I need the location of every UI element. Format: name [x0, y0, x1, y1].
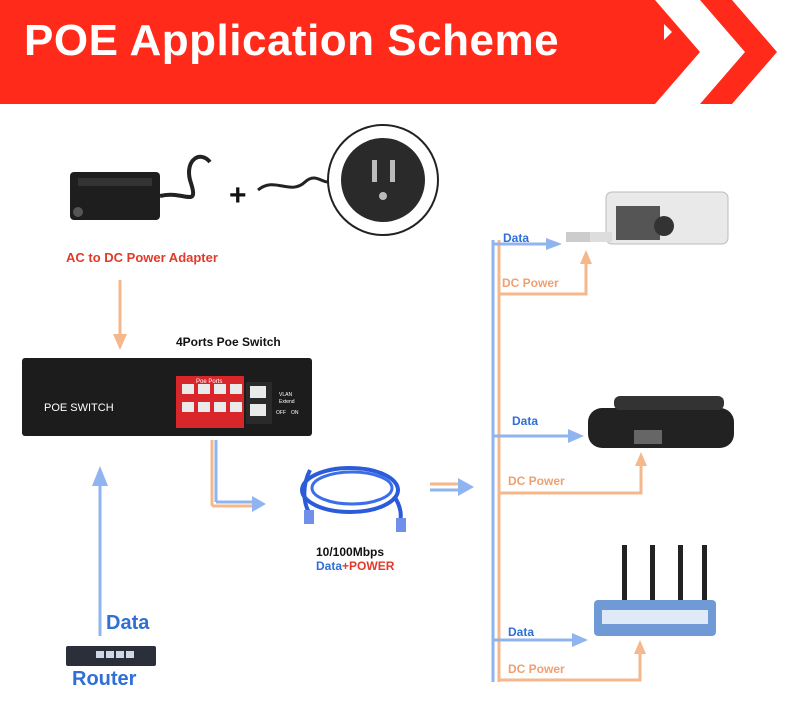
title-banner: [0, 0, 777, 104]
ports-header: Poe Ports: [196, 379, 222, 385]
camera-power-label: DC Power: [502, 276, 559, 290]
phone-power-label: DC Power: [508, 474, 565, 488]
router-label: Router: [72, 668, 137, 690]
banner-title: POE Application Scheme: [24, 16, 560, 65]
camera-data-label: Data: [503, 231, 530, 245]
phone-data-label: Data: [512, 414, 539, 428]
switch-panel-label: POE SWITCH: [44, 402, 114, 414]
chevron-decoration-icon: [700, 0, 777, 104]
vlan-label: VLAN: [279, 392, 292, 398]
switch-title: 4Ports Poe Switch: [176, 335, 281, 349]
ethernet-cable-icon: [300, 466, 406, 532]
ip-camera-icon: [566, 191, 729, 245]
cable-speed-label: 10/100Mbps: [316, 545, 385, 559]
wireless-router-icon: [594, 545, 716, 636]
voip-phone-icon: [588, 396, 734, 448]
adapter-label: AC to DC Power Adapter: [66, 250, 218, 265]
cable-data-power-label: Data+POWER: [316, 559, 394, 573]
router-data-label: Data: [106, 612, 150, 634]
ap-data-label: Data: [508, 625, 535, 639]
router-icon: [66, 646, 156, 666]
power-cord-icon: [257, 124, 439, 236]
on-label: ON: [291, 410, 299, 416]
cable-power-text: POWER: [349, 559, 395, 573]
cable-to-bus-link: [430, 478, 474, 496]
plus-sign: +: [229, 179, 247, 212]
poe-switch-icon: [22, 358, 312, 436]
extend-label: Extend: [279, 399, 295, 405]
switch-to-cable-link: [210, 440, 266, 512]
small-chevron-icon: [664, 24, 672, 40]
power-adapter-icon: [70, 154, 212, 220]
off-label: OFF: [276, 410, 286, 416]
cable-data-text: Data: [316, 559, 343, 573]
ap-power-label: DC Power: [508, 662, 565, 676]
cable-plus-text: +: [342, 559, 350, 573]
